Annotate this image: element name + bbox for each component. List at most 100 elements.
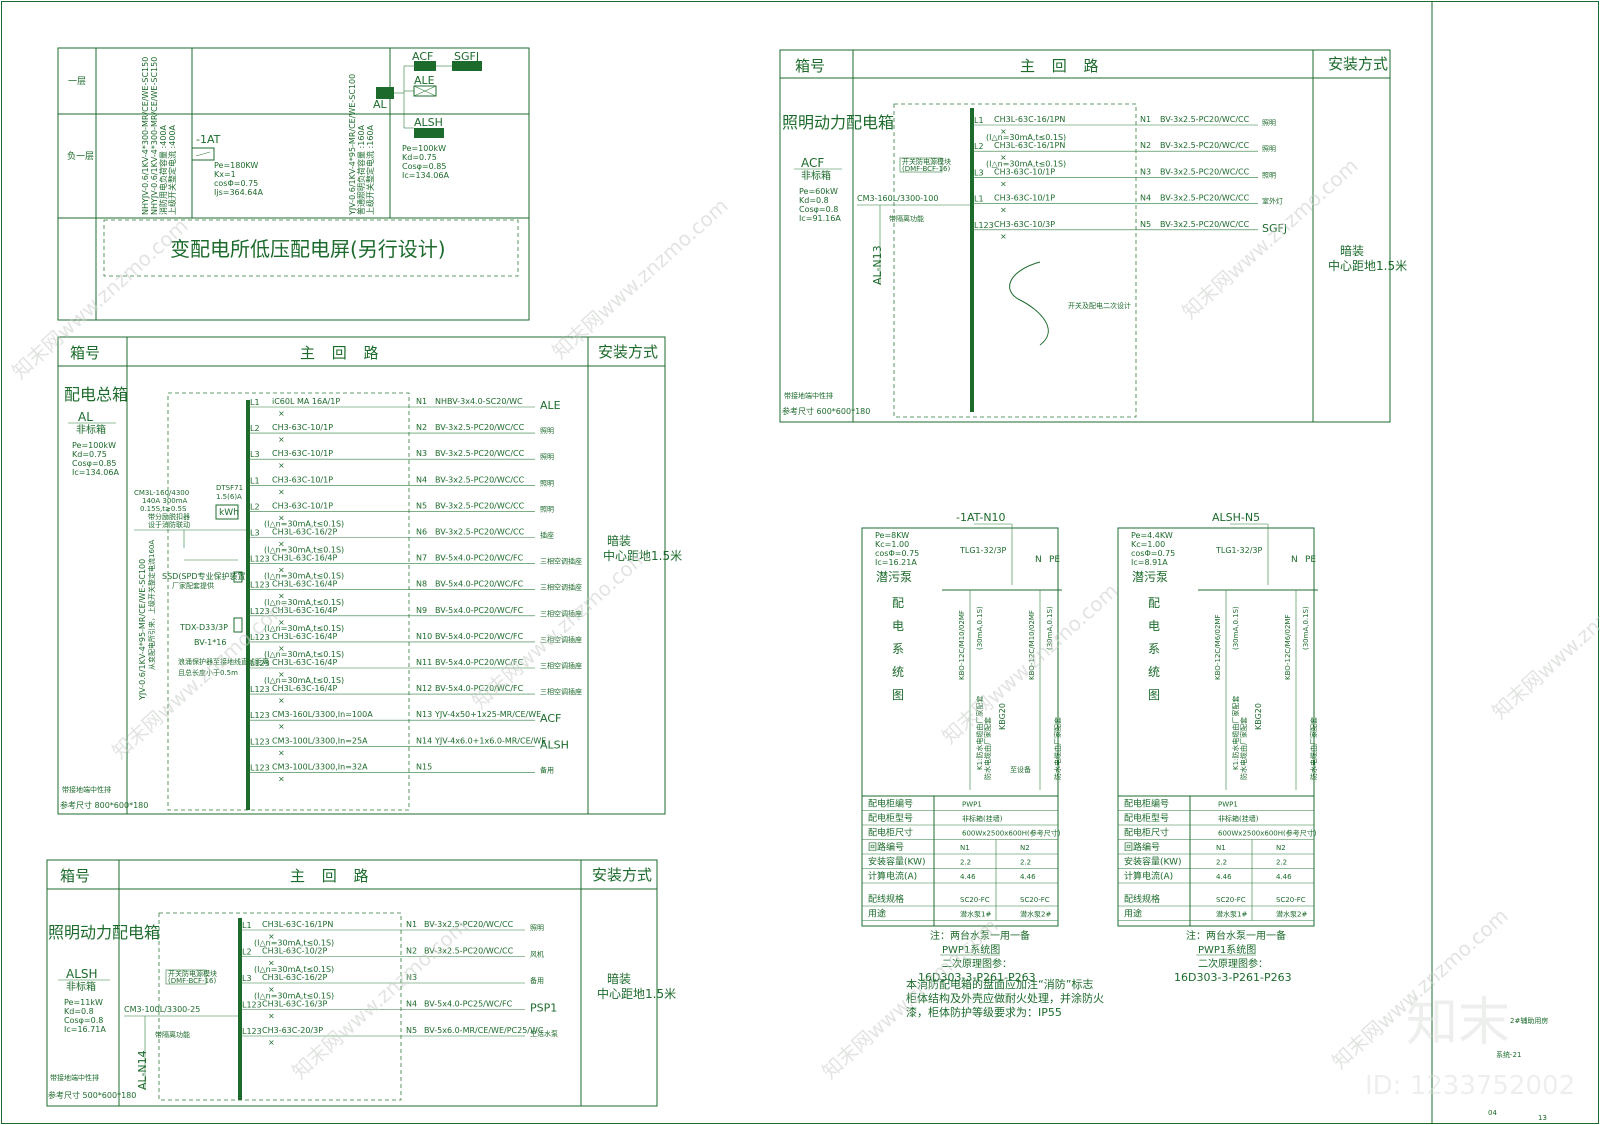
circuit-cable: BV-5x4.0-PC20/WC/FC [435, 684, 524, 693]
breaker-mark: × [1000, 127, 1007, 136]
pump-title-char: 潜 [1132, 570, 1144, 584]
circuit-cable: BV-5x6.0-MR/CE/WE/PC25/WC [424, 1026, 544, 1035]
acf-header-install: 安装方式 [1328, 55, 1388, 73]
circuit-use: ACF [540, 712, 561, 725]
pump-panel-right: ALSH-N5Pe=4.4KWKc=1.00cosΦ=0.75Ic=8.91A潜… [1117, 511, 1318, 984]
pump-table-key: 安装容量(KW) [868, 856, 926, 868]
breaker-mark: × [278, 696, 285, 705]
al-pe: Pe=100kW [402, 144, 446, 153]
circuit-number: N3 [1140, 167, 1151, 176]
circuit-use: 照明 [1262, 171, 1276, 179]
riser-diagram: 一层 负一层 NHYJV-0.6/1KV-4*300-MR/CE/WE-SC15… [57, 47, 530, 321]
circuit-rcd: (I△n=30mA,t≤0.1S) [264, 624, 344, 633]
circuit-cable: BV-3x2.5-PC20/WC/CC [1160, 220, 1250, 229]
at-label: -1AT [196, 133, 221, 146]
circuit-use: 照明 [1262, 145, 1276, 153]
alsh-distribution-box: 箱号 主 回 路 安装方式 照明动力配电箱 ALSH 非标箱 Pe=11kW K… [46, 859, 676, 1107]
pump-param-cos: cosΦ=0.75 [875, 549, 919, 558]
sheet-name: 2#辅助用房 [1510, 1016, 1548, 1025]
circuit-cable: BV-5x4.0-PC20/WC/FC [435, 606, 524, 615]
circuit-breaker: CH3L-63C-16/4P [272, 632, 338, 641]
acf-box-symbol [414, 61, 436, 71]
circuit-number: N2 [1140, 141, 1151, 150]
acf-install-b: 中心距地1.5米 [1328, 258, 1407, 273]
title-strip: 2#辅助用房 系统-21 04 13 知末 ID: 1233752002 [1365, 993, 1575, 1122]
circuit-cable: BV-5x4.0-PC20/WC/FC [435, 632, 524, 641]
al-box-ic: Ic=134.06A [72, 468, 119, 477]
circuit-use: 三相空调插座 [540, 583, 582, 592]
spd-symbol [233, 571, 243, 583]
breaker-mark: × [278, 540, 285, 549]
pump-panel-left: -1AT-N10Pe=8KWKc=1.00cosΦ=0.75Ic=16.21A潜… [861, 511, 1062, 984]
circuit-breaker: CH3L-63C-16/2P [272, 528, 338, 537]
pump-param-cos: cosΦ=0.75 [1131, 549, 1175, 558]
circuit-phase: L1 [250, 398, 260, 407]
al-box-symbol [376, 87, 394, 99]
circuit-breaker: CH3L-63C-10/2P [262, 947, 328, 956]
al-label: AL [373, 98, 388, 111]
circuit-number: N9 [416, 606, 427, 615]
pump-table-key: 回路编号 [868, 841, 904, 853]
acf-tag-a: 开关防电源模块 [902, 157, 951, 166]
breaker-mark: × [278, 487, 285, 496]
circuit-rcd: (I△n=30mA,t≤0.1S) [264, 598, 344, 607]
circuit-cable: YJV-4x6.0+1x6.0-MR/CE/WE [434, 736, 546, 745]
pump-param-kc: Kc=1.00 [1131, 540, 1165, 549]
spd-a: SSD(SPD专业保护装置) [162, 571, 249, 581]
breaker-mark: × [1000, 179, 1007, 188]
circuit-cable: BV-5x4.0-PC20/WC/FC [435, 554, 524, 563]
breaker-mark: × [268, 932, 275, 941]
circuit-number: N12 [416, 684, 432, 693]
circuit-cable: BV-3x2.5-PC20/WC/CC [1160, 194, 1250, 203]
circuit-breaker: CH3L-63C-16/1PN [262, 920, 333, 929]
pump-branch-breaker: KBO-12C/M10/02MF [958, 610, 966, 680]
circuit-rcd: (I△n=30mA,t≤0.1S) [264, 650, 344, 659]
pump-wire-note: 防水电缆由厂家配套 [983, 717, 992, 780]
circuit-number: N13 [416, 710, 432, 719]
al-header-box: 箱号 [70, 344, 100, 362]
circuit-number: N2 [406, 947, 417, 956]
cable-1d-label: 上级开关整定电流 :400A [167, 124, 177, 215]
breaker-mark: × [278, 748, 285, 757]
alsh-box-name: 照明动力配电箱 [48, 923, 160, 942]
image-id: ID: 1233752002 [1365, 1071, 1575, 1101]
circuit-breaker: CH3L-63C-16/3P [262, 1000, 328, 1009]
circuit-rcd: (I△n=30mA,t≤0.1S) [254, 992, 334, 1001]
circuit-breaker: CH3L-63C-16/1PN [994, 141, 1065, 150]
pump-table-key: 回路编号 [1124, 841, 1160, 853]
breaker-mark: × [1000, 153, 1007, 162]
page-a: 04 [1488, 1109, 1497, 1117]
pump-pe-mark: PE [1049, 555, 1060, 565]
pump-title-char: 污 [888, 570, 900, 584]
brand-logo: 知末 [1406, 993, 1510, 1053]
pump-control: K1:防水电缆由厂家配套 [1231, 696, 1240, 770]
alsh-frame [46, 859, 658, 1107]
al-box-kd: Kd=0.75 [72, 450, 107, 459]
alsh-box-symbol [414, 128, 444, 138]
acf-tag-box [899, 157, 943, 173]
pump-table-key: 配线规格 [868, 893, 904, 905]
circuit-number: N6 [416, 528, 427, 537]
page-b: 13 [1538, 1114, 1547, 1122]
breaker-mark: × [278, 722, 285, 731]
alsh-feeder: AL-N14 [136, 1050, 149, 1090]
circuit-breaker: CM3-100L/3300,In=25A [272, 736, 368, 745]
circuit-use: 照明 [540, 453, 554, 461]
pump-n-mark: N [1291, 555, 1298, 565]
circuit-number: N5 [406, 1026, 417, 1035]
pump-wire-note: 防水电缆由厂家配套 [1239, 717, 1248, 780]
spd-f: 且总长度小于0.5m [178, 668, 238, 677]
circuit-rcd: (I△n=30mA,t≤0.1S) [264, 676, 344, 685]
circuit-use: 三相空调插座 [540, 687, 582, 696]
pump-branch-breaker: KBO-12C/M6/02MF [1214, 615, 1222, 680]
circuit-cable: BV-3x2.5-PC20/WC/CC [1160, 115, 1250, 124]
pump-table-key: 配电柜尺寸 [1124, 827, 1169, 839]
al-install-a: 暗装 [607, 533, 631, 548]
circuit-use: 三相空调插座 [540, 557, 582, 566]
